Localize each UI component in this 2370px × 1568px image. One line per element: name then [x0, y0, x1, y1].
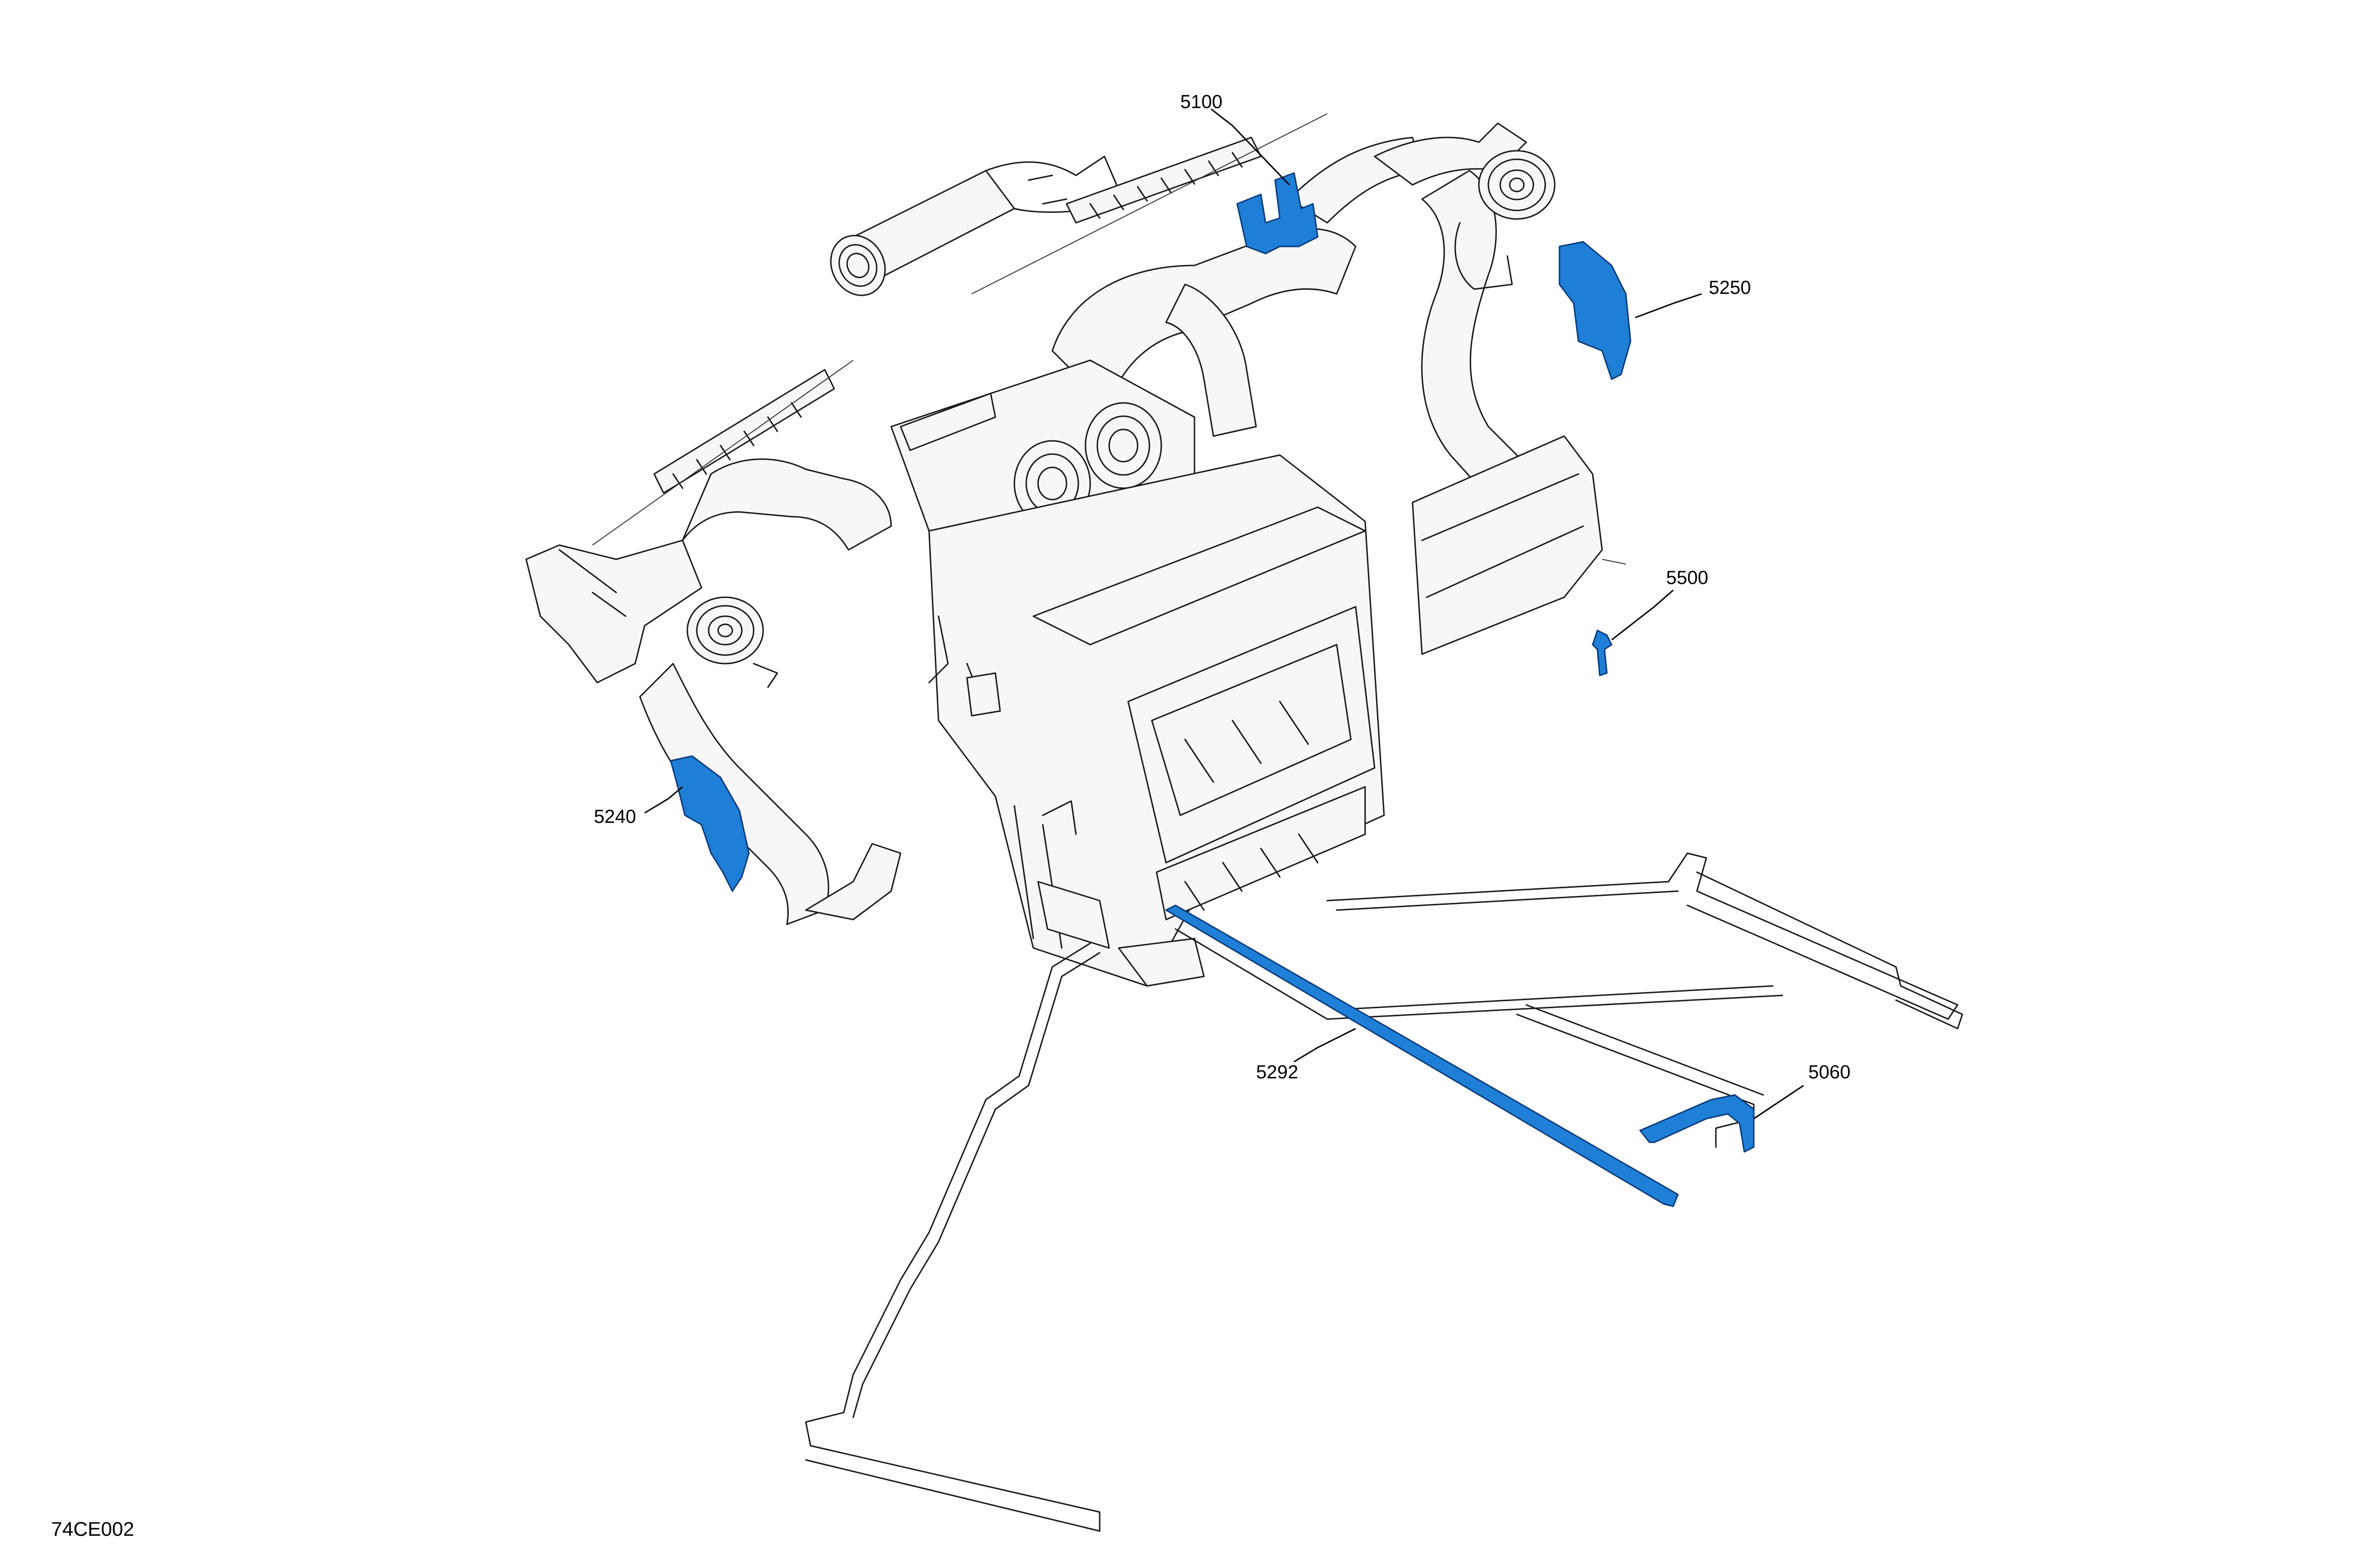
lower-rod-frame — [805, 852, 1963, 1532]
right-duct — [1412, 435, 1626, 655]
leader-lines — [644, 108, 1804, 1120]
leader-5250 — [1635, 293, 1702, 319]
callout-5060: 5060 — [1808, 1062, 1850, 1083]
left-round-outlet — [686, 596, 778, 688]
duct-network — [525, 122, 1575, 925]
leader-5240 — [644, 786, 683, 814]
part-5240-duct-insulator — [670, 755, 750, 892]
leader-5100 — [1211, 108, 1290, 186]
callout-labels: 5100 5250 5500 5240 5292 5060 74CE002 — [51, 91, 1850, 1540]
callout-5250: 5250 — [1709, 277, 1751, 298]
part-5060-bracket — [1639, 1094, 1755, 1153]
part-5100-bracket — [1236, 172, 1319, 255]
leader-5060 — [1753, 1085, 1804, 1120]
part-5250-duct-insulator — [1559, 241, 1632, 380]
leader-5292 — [1294, 1028, 1356, 1063]
callout-5240: 5240 — [594, 806, 636, 827]
hvac-housing — [928, 454, 1385, 987]
hvac-assembly-lineart — [525, 113, 1963, 1532]
figure-id: 74CE002 — [51, 1518, 134, 1540]
highlighted-parts — [670, 172, 1755, 1207]
intake-muffler — [830, 155, 1120, 296]
callout-5292: 5292 — [1256, 1062, 1298, 1083]
part-5500-clip — [1592, 629, 1613, 676]
callout-5100: 5100 — [1180, 91, 1222, 112]
right-round-outlet — [1454, 150, 1556, 290]
leader-5500 — [1611, 589, 1674, 641]
left-vent-grille — [592, 360, 854, 546]
part-5292-rod — [1165, 904, 1679, 1207]
upper-vent-grille — [971, 113, 1328, 294]
callout-5500: 5500 — [1666, 567, 1708, 588]
